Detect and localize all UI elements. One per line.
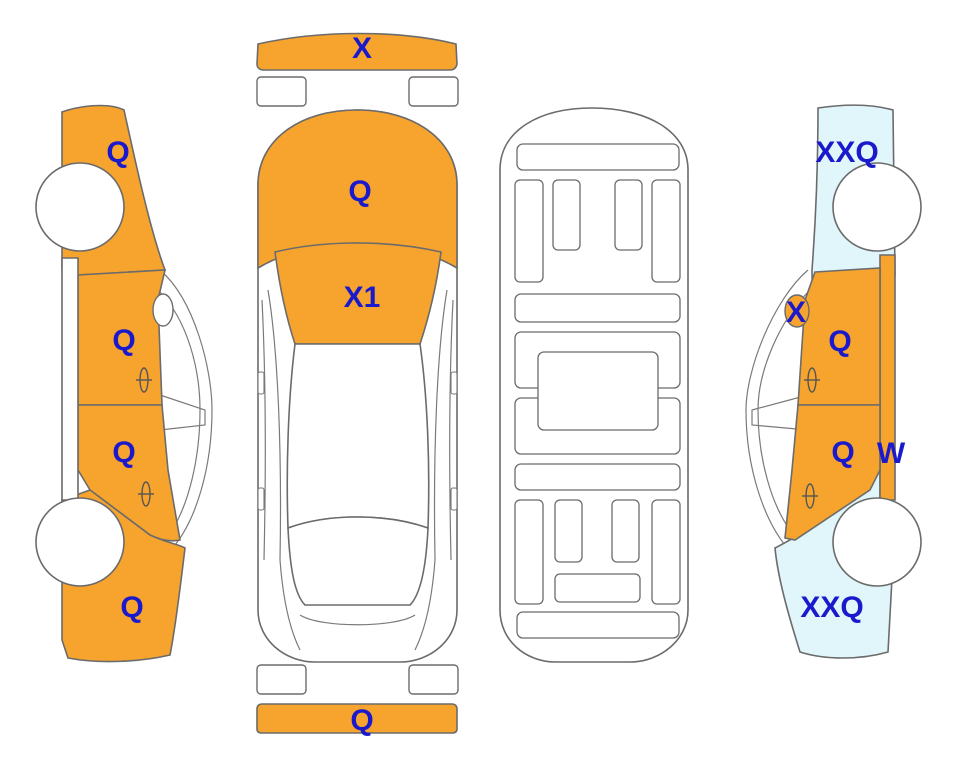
top-left-body-curve [267,289,301,651]
underbody-panel-10 [514,499,544,605]
rear-left-light [256,664,307,695]
underbody-panel-6 [514,293,681,323]
underbody-panel-5 [651,179,681,283]
rear-window [287,516,429,606]
right-rear-door-handle [802,483,818,509]
label-rear-bumper: Q [350,704,373,737]
front-left-light [256,76,307,107]
left-cabin-inner [157,289,201,531]
label-left-rear-quarter: Q [120,591,143,624]
trunk-lid [299,614,416,626]
label-front-bumper: X [352,32,372,65]
underbody-view [499,107,689,663]
right-rear-door[interactable] [784,404,881,541]
right-cabin-inner [757,289,811,531]
right-side-view: XXQ X Q Q W XXQ [745,104,922,659]
rear-bumper[interactable] [256,703,458,734]
left-front-wheel [35,162,125,252]
left-front-door-handle [136,367,152,393]
underbody-panel-14 [554,573,641,603]
right-roof-line [751,394,809,431]
top-view: X Q X1 Q [256,32,459,737]
right-front-door-handle [804,367,820,393]
underbody-panel-3 [552,179,581,251]
label-right-mirror: X [786,296,806,329]
label-hood: Q [348,175,371,208]
top-left-inner-curve [261,299,266,561]
label-left-rear-door: Q [112,436,135,469]
front-bumper[interactable] [256,32,458,71]
top-left-handle-front [257,371,265,395]
label-right-rear-quarter: XXQ [800,591,863,624]
windshield[interactable] [274,242,442,345]
top-right-handle-rear [450,487,458,511]
underbody-panel-9 [514,463,681,491]
underbody-panel-13 [651,499,681,605]
label-left-front-door: Q [112,324,135,357]
label-right-front-fender: XXQ [815,136,878,169]
right-rear-wheel [832,497,922,587]
top-right-body-curve [414,289,448,651]
underbody-panel-2 [514,179,544,283]
left-mirror [152,293,174,327]
rear-right-light [408,664,459,695]
label-right-front-door: Q [828,325,851,358]
label-right-rear-door: Q [831,436,854,469]
top-right-handle-front [450,371,458,395]
left-side-view: Q Q Q Q [35,104,213,663]
left-rear-wheel [35,497,125,587]
left-cabin-outline [159,269,213,546]
front-right-light [408,76,459,107]
right-mirror[interactable] [784,294,810,328]
top-right-inner-curve [449,299,454,561]
underbody-center-box [537,351,659,431]
label-right-pillar: W [877,437,906,470]
underbody-panel-12 [611,499,640,563]
roof [286,343,430,530]
left-side-sill [61,257,79,501]
underbody-panel-1 [516,143,680,171]
right-front-wheel [832,162,922,252]
underbody-panel-4 [614,179,643,251]
left-rear-door-handle [138,481,154,507]
underbody-panel-15 [516,611,680,639]
label-left-front-fender: Q [106,136,129,169]
label-windshield: X1 [344,281,381,314]
right-cabin-outline [745,269,809,546]
left-roof-line [159,394,206,431]
top-left-handle-rear [257,487,265,511]
underbody-panel-11 [554,499,583,563]
